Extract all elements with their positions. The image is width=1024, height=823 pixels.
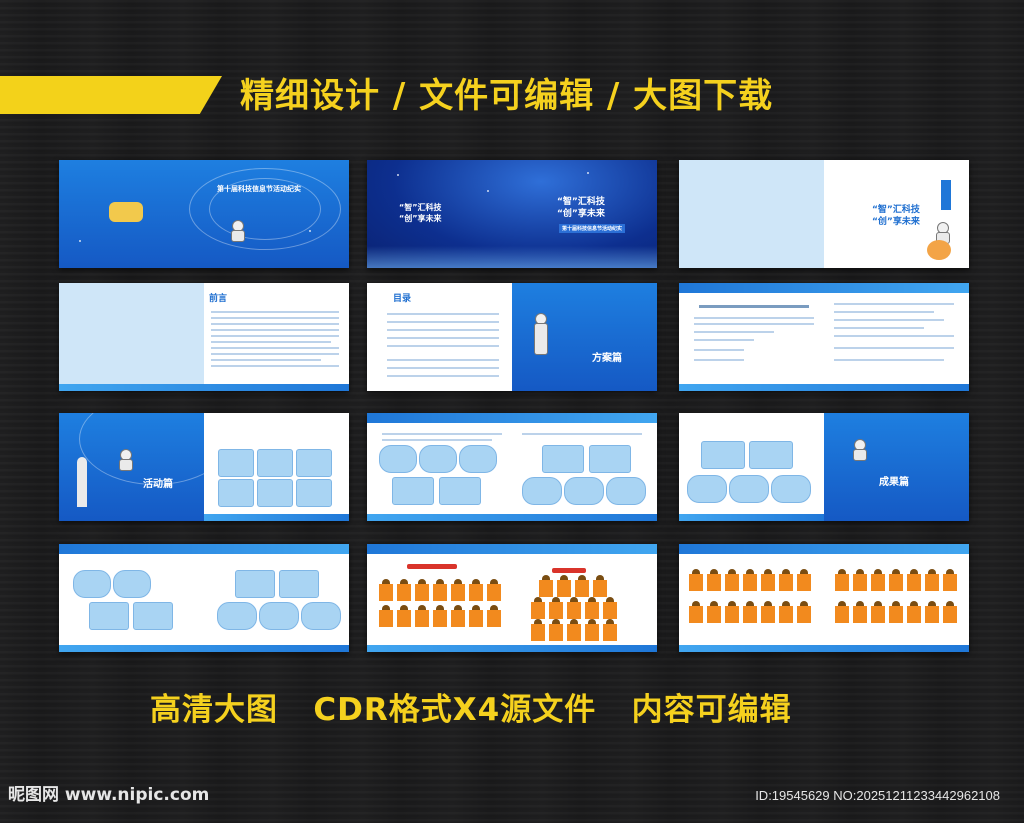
slogan-right-2: “创”享未来	[557, 209, 605, 219]
preface-title: 前言	[209, 294, 228, 304]
page-photo-spread[interactable]	[59, 544, 349, 652]
astronaut-icon	[851, 439, 867, 461]
rocket-icon	[77, 457, 87, 507]
astronaut-icon	[117, 449, 133, 471]
page-certificates-2[interactable]	[679, 544, 969, 652]
red-label	[552, 568, 586, 573]
slogan-left-1: “智”汇科技	[399, 203, 442, 212]
activity-section-title: 活动篇	[143, 479, 173, 490]
page-back-cover[interactable]: “智”汇科技 “创”享未来	[679, 160, 969, 268]
page-certificates-1[interactable]	[367, 544, 657, 652]
page-cover-dark[interactable]: “智”汇科技 “创”享未来 “智”汇科技 “创”享未来 第十届科技信息节活动纪实	[367, 160, 657, 268]
image-id: ID:19545629 NO:20251211233442962108	[755, 788, 1000, 803]
badge-icon	[109, 202, 143, 222]
robot-icon	[532, 313, 554, 363]
page-plan-text[interactable]	[679, 283, 969, 391]
slogan-line-1: “智”汇科技	[872, 205, 920, 215]
page-activity-photos[interactable]	[367, 413, 657, 521]
toc-title: 目录	[393, 294, 412, 304]
page-result-intro[interactable]: 成果篇	[679, 413, 969, 521]
headline: 精细设计 / 文件可编辑 / 大图下载	[240, 76, 774, 116]
page-toc[interactable]: 目录 方案篇	[367, 283, 657, 391]
cover-subtitle: 第十届科技信息节活动纪实	[559, 224, 626, 233]
footer-tagline: 高清大图 CDR格式X4源文件 内容可编辑	[150, 692, 792, 728]
slogan-left-2: “创”享未来	[399, 214, 442, 223]
red-label	[407, 564, 457, 569]
result-section-title: 成果篇	[879, 477, 909, 488]
slogan-line-2: “创”享未来	[872, 217, 920, 227]
cover-title: 第十届科技信息节活动纪实	[217, 185, 301, 193]
slogan-right-1: “智”汇科技	[557, 197, 605, 207]
page-cover[interactable]: 第十届科技信息节活动纪实	[59, 160, 349, 268]
page-preface[interactable]: 前言	[59, 283, 349, 391]
astronaut-icon	[934, 222, 950, 244]
vertical-tag	[941, 180, 951, 210]
planet-icon	[927, 240, 951, 260]
plan-section-title: 方案篇	[592, 353, 622, 364]
page-activity-intro[interactable]: 活动篇	[59, 413, 349, 521]
astronaut-icon	[229, 220, 245, 242]
site-logo[interactable]: 昵图网 www.nipic.com	[8, 785, 210, 805]
yellow-banner-stripe	[0, 76, 222, 114]
